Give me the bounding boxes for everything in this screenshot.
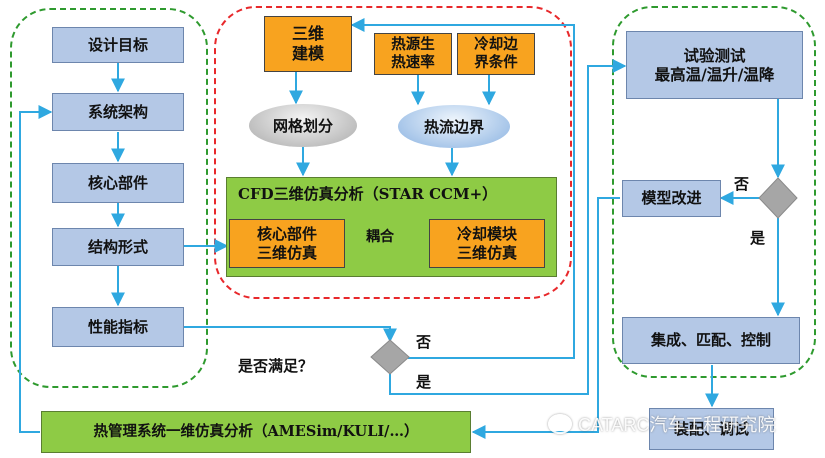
middle-yes-label: 是 [416,373,432,391]
cfd-region [214,6,572,299]
cooling-3d-sim-box: 冷却模块 三维仿真 [429,219,545,268]
model-improve-box: 模型改进 [622,180,721,217]
arrow-no-to-modeling [350,18,575,359]
arrow-yes-to-test [389,59,627,395]
assembly-box: 装配、调试 [649,408,774,450]
middle-no-label: 否 [416,333,432,351]
heat-source-box: 热源生 热速率 [374,33,452,75]
right-yes-label: 是 [750,229,766,247]
right-no-label: 否 [734,175,750,193]
mesh-ellipse: 网格划分 [249,104,357,147]
cfd-analysis-title: CFD三维仿真分析（STAR CCM+） [238,185,498,203]
core-components-box: 核心部件 [52,163,184,203]
core-3d-sim-box: 核心部件 三维仿真 [229,219,345,268]
performance-index-box: 性能指标 [52,307,184,347]
coupling-label: 耦合 [366,229,394,245]
wechat-icon [548,414,572,434]
test-region [612,6,816,378]
satisfy-question: 是否满足？ [238,357,314,375]
cooling-boundary-box: 冷却边 界条件 [457,33,535,75]
design-region [10,8,208,388]
3d-modeling-box: 三维 建模 [264,16,352,72]
watermark: CATARC汽车工程研究院 [548,411,775,437]
decision-diamond-middle [370,339,410,375]
decision-diamond-right [758,177,798,219]
system-architecture-box: 系统架构 [52,93,184,131]
heat-flow-ellipse: 热流边界 [398,105,510,148]
1d-analysis-box: 热管理系统一维仿真分析（AMESim/KULI/…） [41,411,471,453]
structure-form-box: 结构形式 [52,228,184,266]
watermark-text: CATARC汽车工程研究院 [578,415,776,435]
design-goal-box: 设计目标 [52,27,184,63]
arrow-improve-to-analysis [471,197,620,439]
integration-box: 集成、匹配、控制 [622,317,800,364]
test-box: 试验测试 最高温/温升/温降 [626,31,803,99]
arrow-feedback-to-arch [19,105,53,433]
arrow-perf-to-decision [184,326,397,343]
